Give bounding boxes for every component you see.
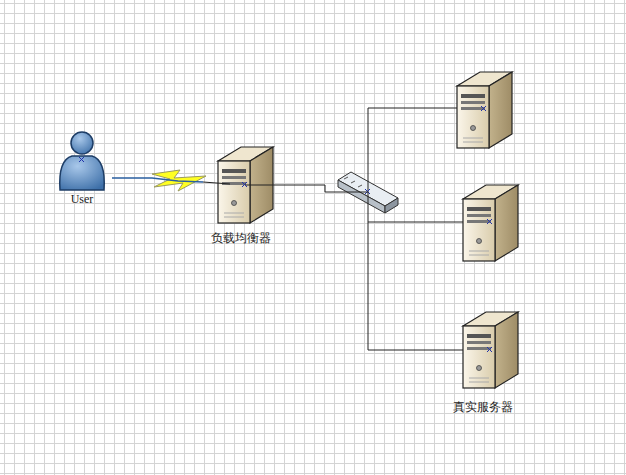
user-node: User	[52, 130, 112, 206]
connector	[278, 185, 440, 350]
connector	[112, 178, 203, 182]
server-node: 负载均衡器	[203, 145, 278, 245]
node-label: 真实服务器	[440, 400, 525, 414]
server-icon	[457, 72, 512, 148]
server-icon	[463, 185, 518, 261]
node-label: 负载均衡器	[203, 231, 278, 245]
user-icon	[60, 132, 105, 190]
server-node: 真实服务器	[440, 310, 525, 414]
node-label: User	[52, 192, 112, 206]
wire	[203, 108, 465, 350]
server-icon	[463, 312, 518, 388]
connection-point	[79, 106, 492, 352]
